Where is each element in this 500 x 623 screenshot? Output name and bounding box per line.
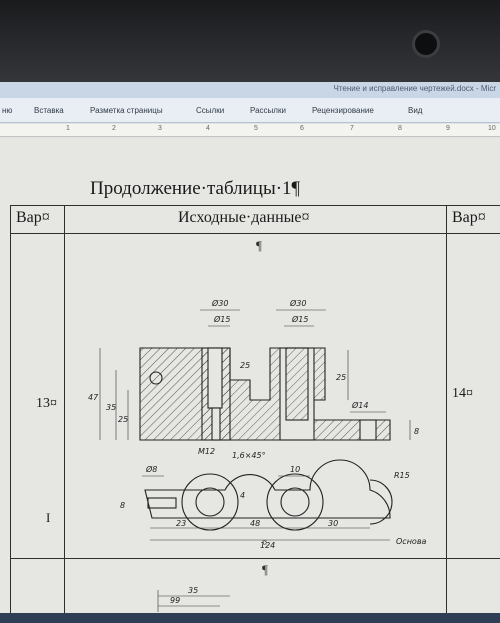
tab-home[interactable]: ню: [2, 106, 13, 115]
ruler-mark: 7: [350, 125, 354, 132]
ruler-mark: 9: [446, 125, 450, 132]
dimension-label: 1,6×45°: [232, 451, 266, 460]
dimension-label: 35: [188, 586, 198, 595]
table-border-left: [10, 205, 11, 623]
dimension-label: 124: [260, 541, 275, 550]
dimension-label: 25: [336, 373, 346, 382]
ribbon-tabs: ню Вставка Разметка страницы Ссылки Расс…: [0, 98, 500, 123]
dimension-label: 99: [170, 596, 180, 605]
table-col-divider-1: [64, 205, 65, 623]
roman-mark: I: [46, 510, 51, 525]
table-border-top: [10, 205, 500, 206]
ruler-mark: 8: [398, 125, 402, 132]
table-row-divider: [10, 558, 500, 559]
drawing-label-osnova: Основа: [396, 537, 427, 546]
dimension-label: R15: [394, 471, 410, 480]
word-window: Чтение и исправление чертежей.docx - Mic…: [0, 82, 500, 623]
tab-references[interactable]: Ссылки: [196, 106, 225, 115]
ruler-mark: 3: [158, 125, 162, 132]
ruler-mark: 6: [300, 125, 304, 132]
title-bar: Чтение и исправление чертежей.docx - Mic…: [0, 82, 500, 98]
dimension-label: 30: [328, 519, 338, 528]
source-data-header: Исходные·данные¤: [178, 209, 310, 226]
tab-mailings[interactable]: Рассылки: [250, 106, 286, 115]
table-header-divider: [10, 233, 500, 234]
pilcrow-mark: ¶: [256, 238, 262, 253]
ruler-mark: 4: [206, 125, 210, 132]
dimension-label: Ø15: [213, 314, 230, 324]
technical-drawing: Ø30 Ø15 Ø30 Ø15 47 35 25 25 25 Ø14 8 M12…: [88, 298, 427, 550]
technical-drawing-next: 35 99: [157, 586, 230, 612]
dimension-label: 48: [250, 519, 260, 528]
dimension-label: 25: [118, 415, 128, 424]
dimension-label: M12: [198, 447, 215, 456]
ruler-mark: 2: [112, 125, 116, 132]
tab-review[interactable]: Рецензирование: [312, 106, 374, 115]
dimension-label: 4: [240, 491, 245, 500]
dimension-label: 35: [106, 403, 116, 412]
dimension-label: 47: [88, 393, 99, 402]
ruler-mark: 5: [254, 125, 258, 132]
dimension-label: Ø15: [291, 314, 308, 324]
document-page[interactable]: Продолжение·таблицы·1¶ Вар¤ Исходные·дан…: [0, 138, 500, 623]
tab-page-layout[interactable]: Разметка страницы: [90, 106, 163, 115]
variant-number-13: 13¤: [36, 396, 57, 411]
dimension-label: 8: [414, 427, 419, 436]
dimension-label: Ø30: [289, 298, 306, 308]
dimension-label: 8: [120, 501, 125, 510]
variant-number-14: 14¤: [452, 386, 473, 401]
status-bar: [0, 613, 500, 623]
ruler-mark: 1: [66, 125, 70, 132]
table-col-divider-2: [446, 205, 447, 623]
variant-header-left: Вар¤: [16, 209, 50, 226]
dimension-label: Ø14: [351, 400, 368, 410]
webcam: [412, 30, 440, 58]
pilcrow-mark: ¶: [262, 562, 268, 577]
dimension-label: Ø8: [145, 464, 157, 474]
dimension-label: 23: [176, 519, 186, 528]
document-title: Чтение и исправление чертежей.docx - Mic…: [333, 84, 496, 93]
horizontal-ruler[interactable]: 1 2 3 4 5 6 7 8 9 10: [0, 124, 500, 137]
ruler-mark: 10: [488, 125, 496, 132]
dimension-label: 10: [290, 465, 300, 474]
cell-end-mark: ¤: [262, 538, 267, 549]
laptop-bezel: [0, 0, 500, 82]
variant-header-right: Вар¤: [452, 209, 486, 226]
tab-view[interactable]: Вид: [408, 106, 423, 115]
tab-insert[interactable]: Вставка: [34, 106, 64, 115]
dimension-label: 25: [240, 361, 250, 370]
table-heading: Продолжение·таблицы·1¶: [90, 178, 301, 199]
dimension-label: Ø30: [211, 298, 228, 308]
